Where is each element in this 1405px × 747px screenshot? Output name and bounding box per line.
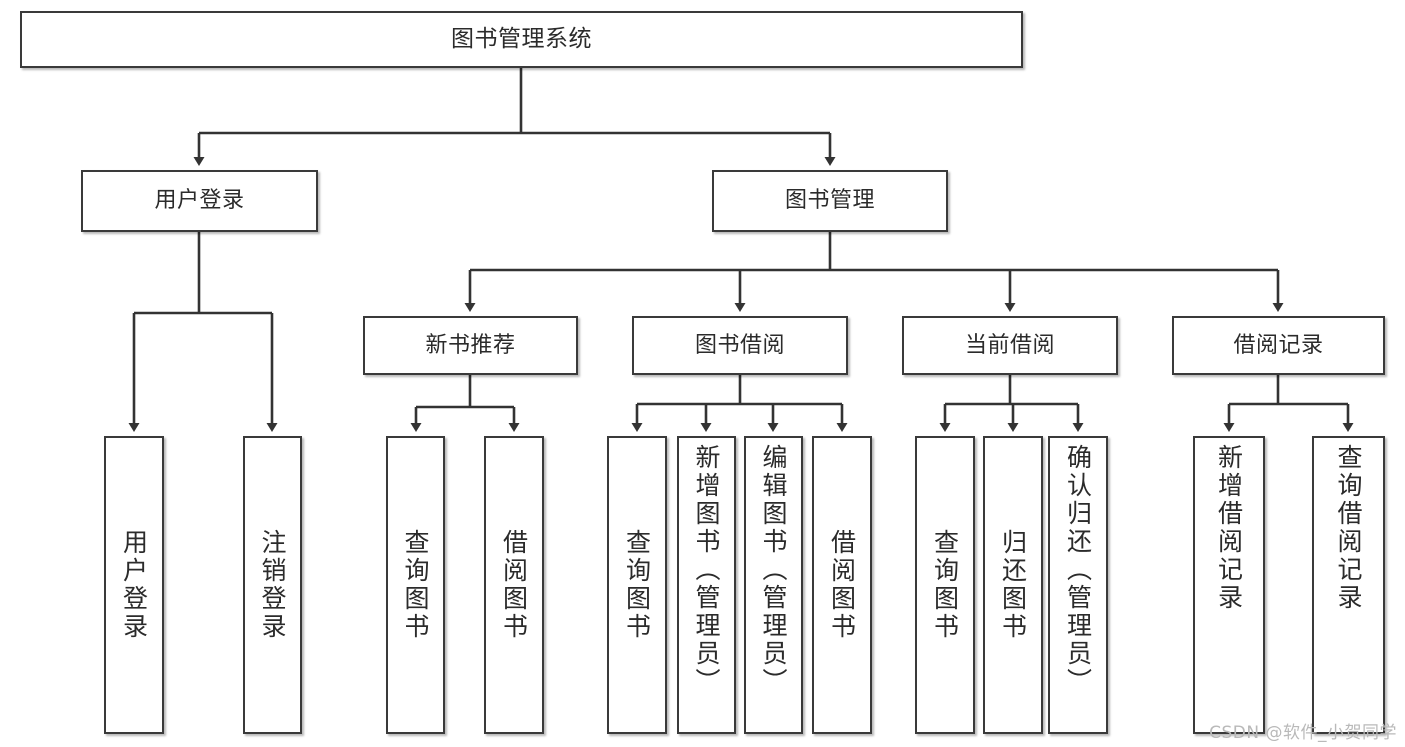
node-label: 查询图书 (401, 529, 430, 641)
node-leaf-add-book[interactable]: 新增图书（管理员） (677, 436, 736, 734)
node-label: 图书管理系统 (451, 25, 592, 52)
node-leaf-borrow-book-2[interactable]: 借阅图书 (812, 436, 872, 734)
node-leaf-borrow-book-1[interactable]: 借阅图书 (484, 436, 544, 734)
node-label: 用户登录 (154, 188, 245, 214)
node-book-manage[interactable]: 图书管理 (712, 170, 948, 232)
node-label: 确认归还（管理员） (1063, 444, 1093, 696)
node-label: 借阅图书 (499, 529, 529, 641)
node-label: 查询图书 (930, 529, 960, 641)
node-leaf-query-record[interactable]: 查询借阅记录 (1312, 436, 1385, 734)
node-leaf-query-book-2[interactable]: 查询图书 (607, 436, 667, 734)
node-leaf-user-logout[interactable]: 注销登录 (243, 436, 302, 734)
node-label: 新增借阅记录 (1214, 444, 1244, 612)
node-current-borrow[interactable]: 当前借阅 (902, 316, 1118, 375)
node-label: 编辑图书（管理员） (759, 444, 788, 696)
node-label: 归还图书 (998, 529, 1028, 641)
node-label: 用户登录 (119, 529, 149, 641)
node-leaf-query-book-3[interactable]: 查询图书 (915, 436, 975, 734)
node-label: 借阅记录 (1233, 332, 1324, 358)
node-label: 新书推荐 (425, 332, 516, 358)
node-leaf-edit-book[interactable]: 编辑图书（管理员） (744, 436, 803, 734)
node-leaf-add-record[interactable]: 新增借阅记录 (1193, 436, 1265, 734)
node-label: 查询图书 (622, 529, 652, 641)
node-leaf-query-book-1[interactable]: 查询图书 (386, 436, 445, 734)
node-root-system[interactable]: 图书管理系统 (20, 11, 1023, 68)
node-borrow-record[interactable]: 借阅记录 (1172, 316, 1385, 375)
node-label: 图书借阅 (694, 332, 785, 358)
node-label: 注销登录 (258, 529, 287, 641)
node-user-login[interactable]: 用户登录 (81, 170, 318, 232)
node-label: 新增图书（管理员） (692, 444, 721, 696)
csdn-watermark: CSDN @软件_小贺同学 (1209, 723, 1397, 743)
node-leaf-user-login[interactable]: 用户登录 (104, 436, 164, 734)
node-leaf-confirm-return[interactable]: 确认归还（管理员） (1048, 436, 1108, 734)
node-book-borrow[interactable]: 图书借阅 (632, 316, 848, 375)
node-label: 查询借阅记录 (1334, 444, 1363, 612)
node-new-book-recommend[interactable]: 新书推荐 (363, 316, 578, 375)
node-label: 图书管理 (784, 188, 875, 214)
node-label: 借阅图书 (827, 529, 857, 641)
node-label: 当前借阅 (964, 332, 1055, 358)
node-leaf-return-book[interactable]: 归还图书 (983, 436, 1043, 734)
